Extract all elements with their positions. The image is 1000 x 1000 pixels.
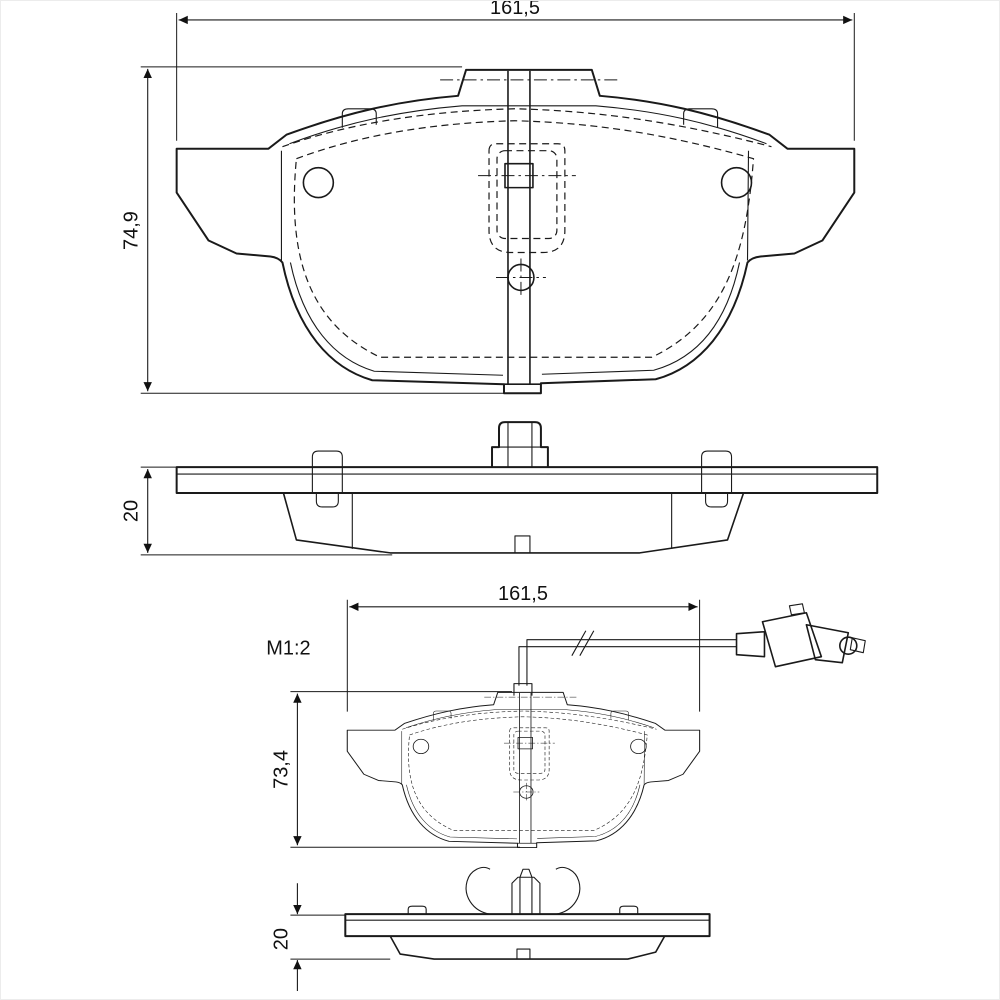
side-clip-right [701, 450, 733, 508]
dim-top-height-label: 74,9 [121, 211, 143, 250]
dim-top-width: 161,5 [176, 1, 855, 141]
connector-ring [839, 636, 858, 655]
sensor-wire [518, 639, 737, 686]
dim-top-width-label: 161,5 [490, 1, 540, 19]
side2-clip-bumps [407, 905, 639, 915]
backing-plate-outline [175, 68, 856, 395]
brake-pad-front-view [175, 68, 856, 395]
dim-top-height: 74,9 [121, 66, 510, 394]
dim-bottom-thickness: 20 [270, 883, 391, 992]
dim-extension-line [290, 691, 520, 848]
dim-bottom-height: 73,4 [270, 691, 520, 848]
dim-bottom-height-label: 73,4 [270, 750, 292, 789]
side-clip-left [311, 450, 343, 508]
sensor-pocket-inner [496, 150, 558, 240]
brake-pad-side-view-half-scale [344, 866, 711, 960]
side-top-tab [491, 421, 549, 468]
connector-body [761, 611, 823, 668]
sensor-wire-tab [513, 683, 533, 696]
guide-hole-left [302, 166, 335, 199]
dim-extension-line [346, 599, 701, 712]
guide-hole-right [720, 166, 753, 199]
dim-extension-line [140, 466, 393, 556]
clip-seat-left [341, 108, 377, 128]
scale-label: M1:2 [266, 638, 310, 660]
pad-spring-left [465, 866, 491, 915]
side-friction-chamfers [351, 493, 673, 553]
sensor-pocket-outer [488, 143, 566, 254]
side2-backing-plate [344, 913, 711, 938]
dim-extension-line [290, 914, 391, 960]
friction-material-hidden-outline [293, 120, 755, 358]
plate-inner-contour-right [541, 150, 750, 375]
dim-bottom-width-label: 161,5 [498, 583, 548, 605]
dim-bottom-width: 161,5 [346, 583, 701, 712]
friction-material-top-edge [282, 108, 772, 148]
brake-pad-side-view [175, 421, 879, 554]
connector-ferrule [735, 630, 766, 658]
connector-latch [788, 603, 805, 616]
brake-pad-front-view-half-scale [346, 691, 701, 849]
plate-inner-contour-top [289, 105, 767, 145]
pin-centerline-cross [496, 258, 546, 297]
wire-break-symbol [571, 630, 595, 656]
pad-spring-right [555, 866, 581, 915]
side2-center-tab [511, 868, 541, 915]
scale-label-group: M1:2 [266, 638, 310, 660]
center-slot [503, 70, 541, 386]
dim-extension-line [140, 66, 510, 394]
connector-pin-tip [849, 637, 866, 654]
plate-inner-contour-left [280, 150, 504, 376]
dim-extension-line [176, 12, 855, 141]
wear-sensor-assembly [513, 603, 866, 696]
side2-friction-notch [516, 948, 531, 960]
dim-top-thickness-label: 20 [121, 500, 143, 522]
wear-sensor-connector [735, 603, 866, 668]
connector-boss [805, 623, 850, 664]
dim-top-thickness: 20 [121, 466, 393, 556]
clip-seat-right [683, 108, 719, 128]
side-backing-plate [175, 466, 879, 495]
side2-friction-material [389, 935, 666, 960]
dim-bottom-thickness-label: 20 [270, 928, 292, 950]
side-top-tab-detail [499, 422, 541, 468]
